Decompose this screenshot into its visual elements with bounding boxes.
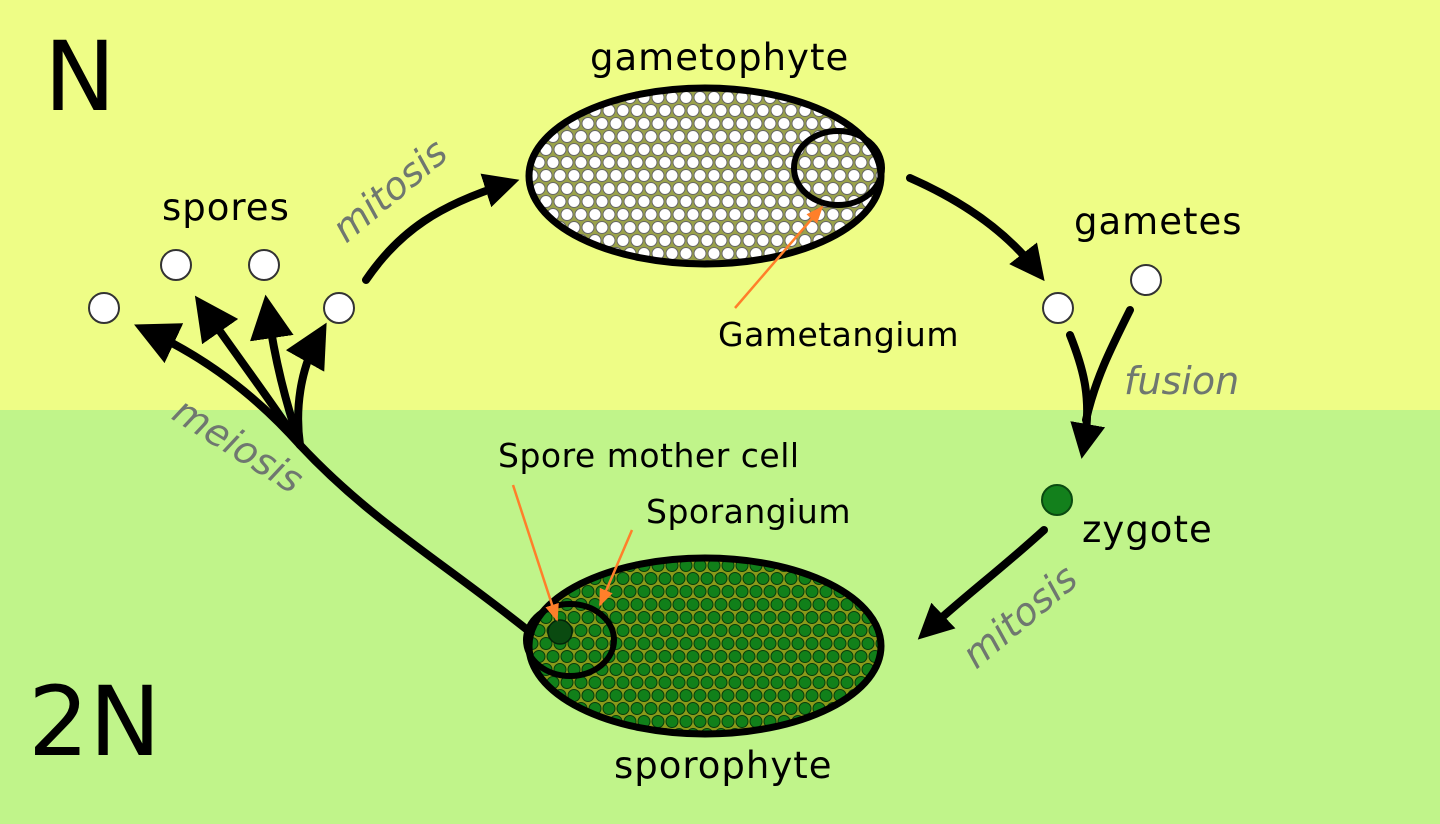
meiosis-arrows [134, 294, 534, 636]
spore-mother-cell-pointer [511, 484, 559, 622]
arrow-zygote-to-sporophyte [917, 526, 1048, 640]
gametophyte-body [525, 84, 885, 268]
sporophyte-label: sporophyte [614, 744, 833, 787]
gametophyte-label: gametophyte [590, 36, 849, 79]
gametangium-pointer [734, 205, 824, 309]
sporangium-label: Sporangium [646, 492, 851, 531]
arrow-spores-to-gametophyte [362, 173, 520, 284]
sporophyte-body [523, 554, 885, 738]
haploid-label: N [44, 21, 116, 133]
zygote-cell [1041, 484, 1073, 516]
gamete-cells [1042, 264, 1162, 324]
arrow-gametes-fusion [1066, 331, 1106, 459]
zygote-label: zygote [1082, 508, 1213, 551]
diploid-label: 2N [28, 666, 161, 778]
spore-mother-cell-dot [547, 619, 573, 645]
gametangium-outline [791, 128, 885, 208]
gametangium-label: Gametangium [718, 315, 959, 354]
fusion-label: fusion [1124, 359, 1239, 403]
arrow-gametophyte-to-gametes [906, 174, 1045, 282]
spores-label: spores [162, 186, 290, 229]
spore-cells [88, 249, 355, 324]
gametes-label: gametes [1074, 200, 1243, 243]
spore-mother-cell-label: Spore mother cell [498, 436, 800, 475]
sporangium-pointer [598, 529, 634, 607]
sporangium-outline [523, 601, 617, 679]
arrow-gametes-fusion-b [1082, 306, 1134, 424]
